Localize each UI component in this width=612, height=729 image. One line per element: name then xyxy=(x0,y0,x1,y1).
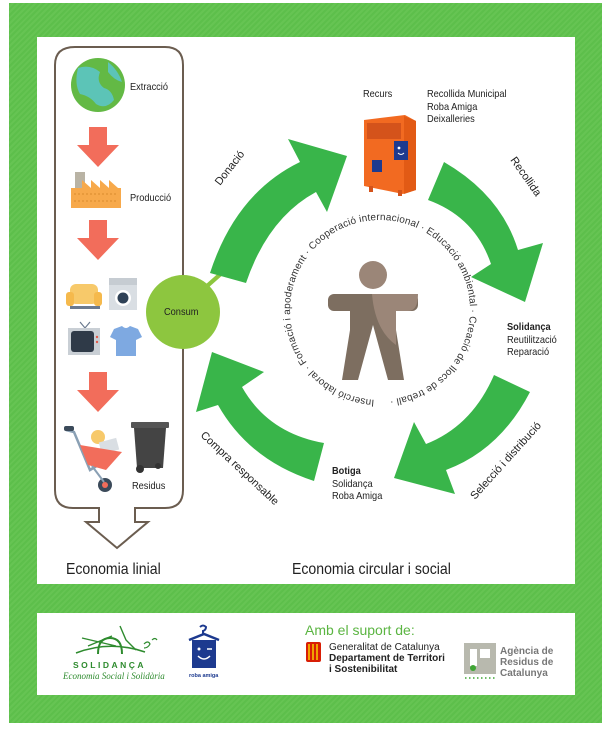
recurs-item: Recollida Municipal xyxy=(427,88,507,100)
arc-logo xyxy=(464,643,496,679)
circular-economy-title: Economia circular i social xyxy=(292,561,451,578)
linear-economy-title: Economia linial xyxy=(66,561,161,578)
solidanca-item: Reparació xyxy=(507,346,550,358)
step-label-residus: Residus xyxy=(132,480,166,492)
linear-flow-arrow xyxy=(77,127,119,167)
wheelbarrow-icon xyxy=(64,426,122,492)
consum-label: Consum xyxy=(164,306,199,318)
step-label-produccio: Producció xyxy=(130,192,172,204)
botiga-item: Roba Amiga xyxy=(332,490,383,502)
armchair-icon xyxy=(66,284,102,309)
trash-bin-icon xyxy=(131,422,169,473)
agencia-line: Agència de xyxy=(500,646,554,657)
arrow-label-donacio: Donació xyxy=(213,149,247,188)
agencia-line: Residus de xyxy=(500,657,554,668)
generalitat-logo xyxy=(306,642,321,662)
arrow-recollida xyxy=(428,162,543,302)
linear-flow-arrow xyxy=(77,220,119,260)
roba-amiga-logo-text: roba amiga xyxy=(189,673,219,679)
arrow-compra xyxy=(196,352,324,481)
arrow-label-recollida: Recollida xyxy=(508,155,544,200)
botiga-title: Botiga xyxy=(332,465,361,477)
generalitat-line: i Sostenibilitat xyxy=(329,664,398,675)
solidanca-title: Solidança xyxy=(507,321,551,333)
washing-machine-icon xyxy=(109,278,137,310)
globe-icon xyxy=(71,58,125,112)
botiga-node: Botiga Solidança Roba Amiga xyxy=(332,465,382,503)
solidanca-logo-name: SOLIDANÇA xyxy=(73,660,147,670)
recurs-title: Recurs xyxy=(363,88,393,100)
arrow-seleccio xyxy=(394,375,530,494)
linear-flow-arrow xyxy=(77,372,119,412)
agencia-line: Catalunya xyxy=(500,668,548,679)
agencia-text: Agència de Residus de Catalunya xyxy=(500,646,553,679)
recurs-items: Recollida Municipal Roba Amiga Deixaller… xyxy=(427,88,507,126)
generalitat-line: Generalitat de Catalunya xyxy=(329,642,440,653)
solidanca-logo xyxy=(75,625,158,655)
tshirt-icon xyxy=(110,326,142,356)
clothing-bin-icon xyxy=(364,115,416,196)
person-icon xyxy=(328,261,418,380)
recurs-item: Deixalleries xyxy=(427,113,475,125)
arrow-donacio xyxy=(210,139,347,283)
recurs-item: Roba Amiga xyxy=(427,100,478,113)
solidanca-logo-tagline: Economia Social i Solidària xyxy=(63,671,165,681)
generalitat-text: Generalitat de Catalunya Departament de … xyxy=(329,642,445,675)
generalitat-line: Departament de Territori xyxy=(329,653,445,664)
roba-amiga-logo xyxy=(188,624,220,668)
botiga-item: Solidança xyxy=(332,477,373,490)
solidanca-node: Solidança Reutilització Reparació xyxy=(507,321,557,359)
step-label-extraccio: Extracció xyxy=(130,81,169,93)
factory-icon xyxy=(71,172,121,208)
solidanca-item: Reutilització xyxy=(507,333,557,346)
support-label: Amb el suport de: xyxy=(305,622,415,638)
tv-icon xyxy=(68,321,100,355)
linear-economy-container xyxy=(54,46,184,550)
main-panel xyxy=(37,37,575,584)
